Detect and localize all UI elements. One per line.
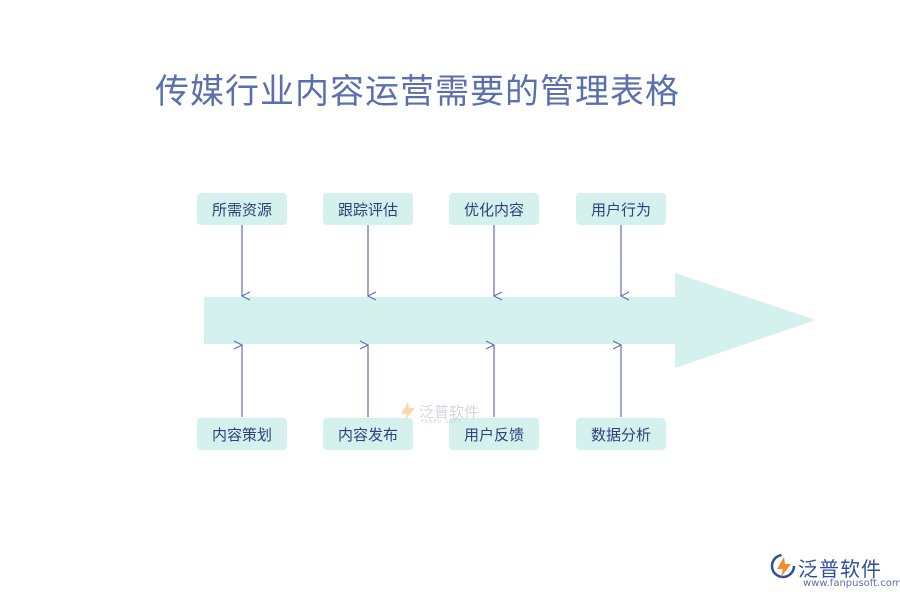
bottom-item-box: 内容发布 — [323, 418, 413, 450]
top-item-box: 用户行为 — [576, 193, 666, 225]
brand-logo-text: 泛普软件 — [798, 557, 882, 581]
watermark-logo-icon — [401, 402, 415, 420]
top-item-box: 所需资源 — [197, 193, 287, 225]
top-item-box: 优化内容 — [449, 193, 539, 225]
watermark: 泛普软件 FANPU SOFT — [397, 400, 480, 425]
brand-logo-url: www.fanpusoft.com — [803, 578, 900, 589]
page-title: 传媒行业内容运营需要的管理表格 — [155, 72, 680, 112]
bottom-item-box: 内容策划 — [197, 418, 287, 450]
watermark-subtext: FANPU SOFT — [421, 419, 462, 425]
bottom-item-box: 用户反馈 — [449, 418, 539, 450]
main-arrow — [204, 273, 816, 368]
bottom-item-box: 数据分析 — [576, 418, 666, 450]
brand-logo-icon — [770, 553, 796, 579]
top-item-box: 跟踪评估 — [323, 193, 413, 225]
watermark-text: 泛普软件 — [419, 402, 480, 421]
